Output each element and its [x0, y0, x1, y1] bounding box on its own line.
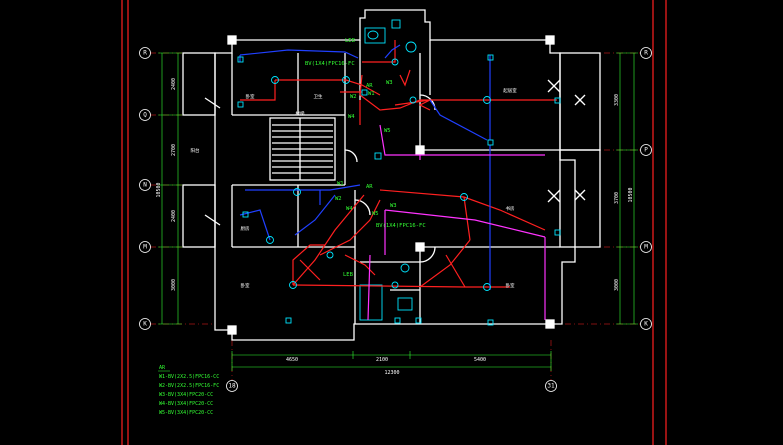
- room-balcony-w: 阳台: [191, 147, 200, 154]
- legend-title: AR: [159, 365, 166, 371]
- axis-left-m: M: [143, 244, 147, 251]
- circuit-blue: [239, 44, 491, 290]
- legend: AR W1-BV(2X2.5)FPC16-CC W2-BV(2X2.5)FPC1…: [158, 365, 219, 416]
- label-w5b: W5: [372, 211, 379, 217]
- label-w1b: W1: [337, 181, 344, 187]
- axis-right-r: R: [644, 50, 648, 57]
- axis-bubbles: [139, 47, 652, 392]
- dim-right-total: 10500: [628, 187, 634, 202]
- axis-left-k: K: [143, 321, 147, 328]
- axis-left-n: N: [143, 182, 147, 189]
- dim-bottom-total: 12300: [384, 370, 399, 376]
- room-kitchen-sw: 厨房: [241, 225, 250, 232]
- dim-right-1: 3300: [614, 94, 620, 106]
- axis-right-k: K: [644, 321, 648, 328]
- axis-left-r: R: [143, 50, 147, 57]
- legend-item-4: W4-BV(3X4)FPC20-CC: [159, 401, 213, 407]
- walls: [182, 9, 601, 341]
- legend-item-1: W1-BV(2X2.5)FPC16-CC: [159, 374, 219, 380]
- label-w3b: W3: [390, 203, 397, 209]
- dim-left-4: 3000: [171, 279, 177, 291]
- legend-item-3: W3-BV(3X4)FPC20-CC: [159, 392, 213, 398]
- room-bedroom-s: 卧室: [241, 282, 250, 289]
- legend-item-2: W2-BV(2X2.5)FPC16-FC: [159, 383, 219, 389]
- room-labels: 卧室 卫生 阳台 起居室 楼梯 厨房 书房 卧室 卧室: [191, 87, 518, 289]
- label-leb-bottom: LEB: [343, 272, 354, 278]
- label-cable-1: BV(1X4)FPC16-FC: [305, 61, 355, 67]
- label-w2: W2: [350, 94, 357, 100]
- label-w1: W1: [368, 91, 375, 97]
- axis-labels: R Q N M K R P M K 18 31: [143, 50, 648, 390]
- circuit-magenta: [367, 124, 546, 321]
- drawing-frame: [121, 0, 667, 445]
- dim-left-total: 10500: [156, 182, 162, 197]
- axis-bottom-31: 31: [547, 383, 555, 390]
- label-ar-mid: AR: [366, 184, 373, 190]
- room-bedroom-nw: 卧室: [246, 93, 255, 100]
- label-w5: W5: [384, 128, 391, 134]
- axis-bottom-18: 18: [228, 383, 236, 390]
- room-study: 书房: [506, 205, 515, 212]
- dim-left-2: 2700: [171, 144, 177, 156]
- sanitary-fixtures: [359, 19, 417, 321]
- label-w2b: W2: [335, 196, 342, 202]
- axis-right-m: M: [644, 244, 648, 251]
- label-cable-2: BV(1X4)FPC16-FC: [376, 223, 426, 229]
- room-bedroom-se: 卧室: [506, 282, 515, 289]
- label-w4: W4: [348, 114, 355, 120]
- dimension-texts: 2400 2700 2400 3000 10500 3300 3700 3000…: [156, 78, 634, 376]
- dim-right-2: 3700: [614, 192, 620, 204]
- axis-left-q: Q: [143, 112, 147, 119]
- dim-bottom-3: 5400: [474, 357, 486, 363]
- label-ar-top: AR: [366, 83, 373, 89]
- room-living: 起居室: [503, 87, 517, 94]
- dim-left-3: 2400: [171, 210, 177, 222]
- dimension-lines: [158, 52, 638, 371]
- fixture-markers: [237, 54, 561, 326]
- dim-right-3: 3000: [614, 279, 620, 291]
- room-stair: 楼梯: [296, 110, 305, 117]
- label-w3: W3: [386, 80, 393, 86]
- axis-right-p: P: [644, 147, 648, 154]
- dim-bottom-1: 4650: [286, 357, 298, 363]
- label-leb-top: LEB: [345, 38, 356, 44]
- label-w4b: W4: [346, 206, 353, 212]
- circuit-labels: LEB BV(1X4)FPC16-FC AR W1 W2 W3 W4 W5 AR…: [305, 38, 426, 278]
- room-bath-nw: 卫生: [314, 93, 323, 100]
- dim-left-1: 2400: [171, 78, 177, 90]
- circuit-red: [240, 40, 557, 288]
- legend-item-5: W5-BV(3X4)FPC20-CC: [159, 410, 213, 416]
- dim-bottom-2: 2100: [376, 357, 388, 363]
